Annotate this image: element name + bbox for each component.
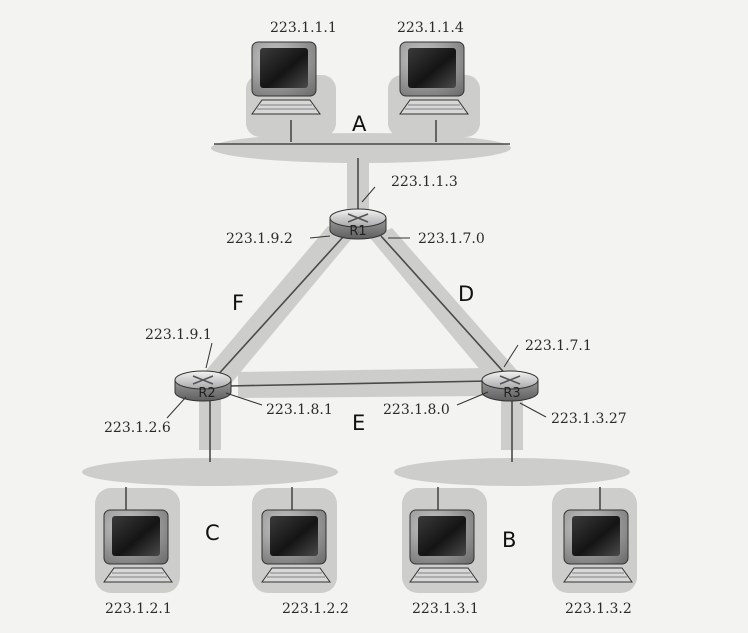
subnet-label-c: C bbox=[205, 521, 220, 545]
router-icon: R1 bbox=[329, 208, 387, 240]
interface-ip-label: 223.1.1.3 bbox=[391, 174, 458, 190]
computer-icon bbox=[399, 41, 469, 115]
interface-ip-label: 223.1.9.2 bbox=[226, 231, 293, 247]
router-label-r3: R3 bbox=[503, 386, 520, 401]
host-ip-label: 223.1.1.1 bbox=[270, 20, 337, 36]
interface-ip-label: 223.1.9.1 bbox=[145, 327, 212, 343]
computer-icon bbox=[563, 509, 633, 583]
leader-lines bbox=[166, 186, 547, 419]
interface-ip-label: 223.1.8.0 bbox=[383, 402, 450, 418]
subnet-label-f: F bbox=[232, 291, 244, 315]
interface-ip-label: 223.1.8.1 bbox=[266, 402, 333, 418]
interface-ip-label: 223.1.7.1 bbox=[525, 338, 592, 354]
subnet-label-a: A bbox=[352, 112, 367, 136]
router-label-r2: R2 bbox=[198, 386, 215, 401]
interface-ip-label: 223.1.3.27 bbox=[551, 411, 627, 427]
computer-icon bbox=[261, 509, 331, 583]
links bbox=[125, 120, 601, 510]
link-subnet-f bbox=[214, 236, 344, 379]
link-subnet-d bbox=[380, 235, 510, 379]
host-ip-label: 223.1.3.1 bbox=[412, 601, 479, 617]
interface-ip-label: 223.1.2.6 bbox=[104, 420, 171, 436]
router-label-r1: R1 bbox=[349, 224, 366, 239]
computer-icon bbox=[409, 509, 479, 583]
host-ip-label: 223.1.3.2 bbox=[565, 601, 632, 617]
host-ip-label: 223.1.2.2 bbox=[282, 601, 349, 617]
subnet-label-e: E bbox=[352, 411, 365, 435]
router-icon: R2 bbox=[174, 370, 232, 402]
router-icon: R3 bbox=[481, 370, 539, 402]
computer-icon bbox=[103, 509, 173, 583]
computer-icon bbox=[251, 41, 321, 115]
subnet-label-b: B bbox=[502, 528, 516, 552]
interface-ip-label: 223.1.7.0 bbox=[418, 231, 485, 247]
host-ip-label: 223.1.1.4 bbox=[397, 20, 464, 36]
host-ip-label: 223.1.2.1 bbox=[105, 601, 172, 617]
subnet-label-d: D bbox=[458, 282, 474, 306]
link-subnet-e bbox=[227, 380, 490, 387]
